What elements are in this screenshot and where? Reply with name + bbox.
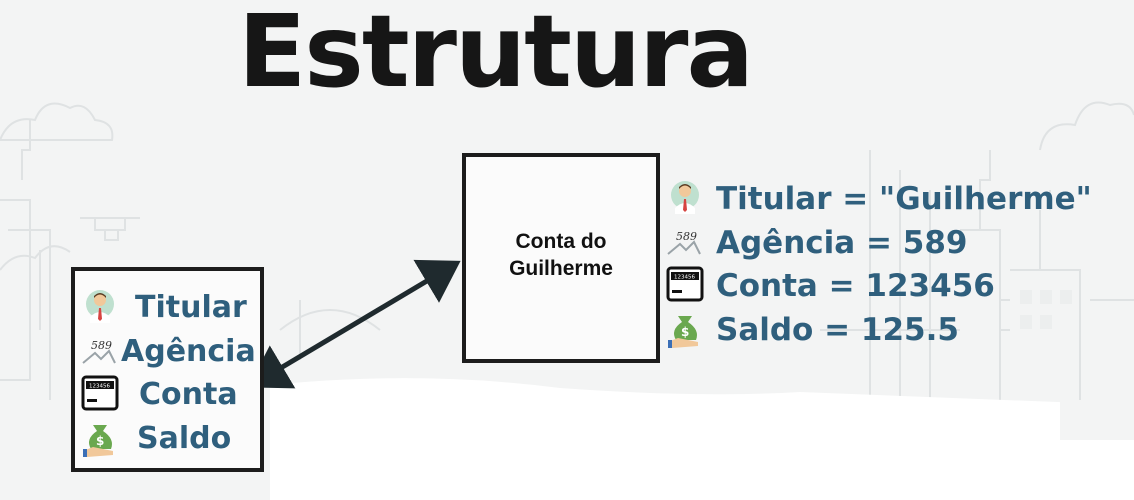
class-attribute-conta: 123456 Conta (81, 375, 238, 415)
account-card-icon: 123456 (666, 266, 704, 306)
attribute-label: Conta (139, 377, 238, 412)
object-value-saldo: $ Saldo = 125.5 (668, 308, 959, 352)
money-bag-icon: $ (668, 308, 702, 352)
person-icon (670, 180, 700, 218)
object-value-agencia: 589 Agência = 589 (666, 224, 967, 262)
attribute-label: Agência (121, 334, 256, 369)
agency-number-text: 589 (676, 230, 697, 243)
object-name-line2: Guilherme (509, 257, 613, 280)
class-box: Titular 589 Agência 123456 Conta $ (71, 267, 264, 472)
attribute-label: Saldo (137, 421, 232, 456)
agency-number-text: 589 (91, 339, 112, 352)
person-icon (85, 289, 115, 327)
object-name: Conta do Guilherme (486, 228, 636, 283)
money-bag-icon: $ (83, 417, 117, 461)
page-title: Estrutura (238, 0, 754, 110)
value-label: Saldo = 125.5 (716, 311, 959, 348)
object-box: Conta do Guilherme (462, 153, 660, 363)
class-attribute-titular: Titular (85, 289, 247, 327)
object-value-titular: Titular = "Guilherme" (670, 180, 1092, 218)
value-label: Titular = "Guilherme" (716, 180, 1092, 217)
agency-icon: 589 (666, 224, 702, 262)
object-name-line1: Conta do (515, 229, 607, 253)
value-label: Agência = 589 (716, 224, 968, 261)
money-symbol-text: $ (96, 434, 104, 448)
account-card-icon: 123456 (81, 375, 119, 415)
agency-icon: 589 (81, 333, 117, 371)
object-value-conta: 123456 Conta = 123456 (666, 266, 995, 306)
money-symbol-text: $ (681, 325, 689, 339)
value-label: Conta = 123456 (716, 267, 995, 304)
account-number-text: 123456 (89, 384, 110, 390)
attribute-label: Titular (135, 290, 247, 325)
class-attribute-agencia: 589 Agência (81, 333, 256, 371)
class-attribute-saldo: $ Saldo (83, 417, 231, 461)
account-number-text: 123456 (674, 275, 695, 281)
